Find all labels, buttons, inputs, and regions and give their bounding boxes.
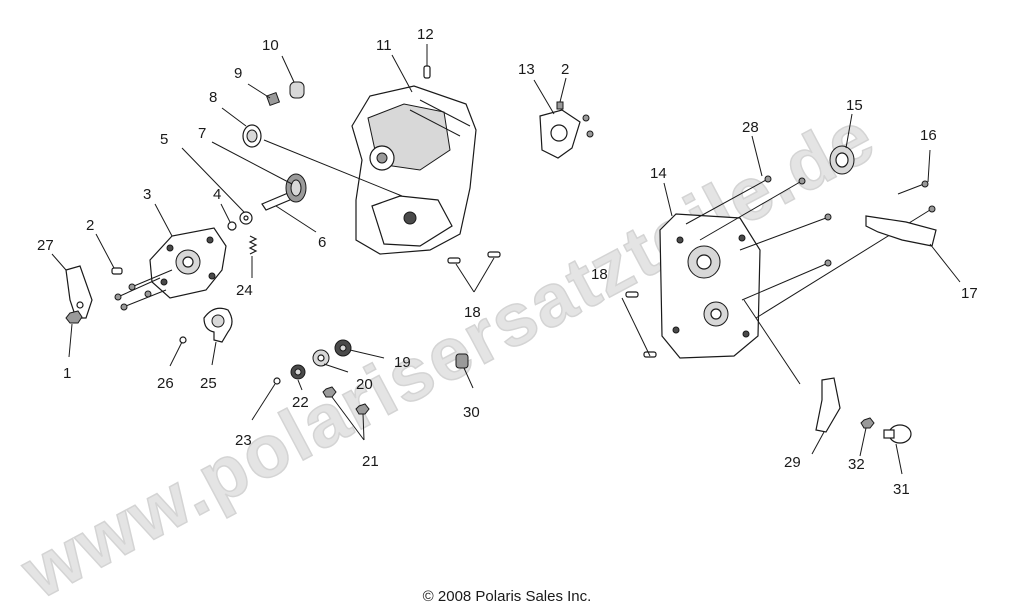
part-5-clip [239, 211, 253, 225]
callout-12: 12 [417, 26, 434, 43]
callout-18: 18 [464, 304, 481, 321]
part-30-cap [455, 353, 469, 369]
callout-11: 11 [376, 37, 392, 54]
part-17-bracket [865, 215, 937, 247]
callout-16: 16 [920, 127, 937, 144]
callout-28: 28 [742, 119, 759, 136]
callout-13: 13 [518, 61, 535, 78]
callout-2: 2 [561, 61, 569, 78]
copyright-notice: © 2008 Polaris Sales Inc. [422, 588, 592, 605]
part-29-bracket [815, 377, 841, 433]
callout-20: 20 [356, 376, 373, 393]
callout-5: 5 [160, 131, 168, 148]
part-18-dowels-mid [447, 251, 501, 264]
callout-30: 30 [463, 404, 480, 421]
part-12-dowel [423, 65, 431, 79]
part-9-clip [265, 91, 281, 107]
part-10-bushing [289, 81, 305, 99]
callout-31: 31 [893, 481, 910, 498]
part-25-sensor [203, 307, 233, 343]
part-15-bearing [829, 145, 855, 175]
part-13-plate [539, 101, 594, 159]
leader-lines [51, 44, 961, 475]
part-14-right-cover [659, 213, 761, 359]
part-22-gear [290, 364, 306, 380]
part-24-spring [248, 235, 258, 255]
callout-24: 24 [236, 282, 253, 299]
part-18-dowels-right [625, 291, 657, 358]
part-31-knob [883, 424, 912, 444]
part-4-washer [227, 221, 237, 231]
callout-18: 18 [591, 266, 608, 283]
callout-19: 19 [394, 354, 411, 371]
part-20-bearing [312, 349, 330, 367]
part-26-oring [179, 336, 187, 344]
part-7-gear [285, 173, 307, 203]
bolts-cover [114, 269, 173, 311]
callout-14: 14 [650, 165, 667, 182]
callout-29: 29 [784, 454, 801, 471]
callout-8: 8 [209, 89, 217, 106]
callout-10: 10 [262, 37, 279, 54]
part-16-bolt [897, 180, 929, 195]
callout-17: 17 [961, 285, 978, 302]
callout-23: 23 [235, 432, 252, 449]
part-23-ring [273, 377, 281, 385]
callout-27: 27 [37, 237, 54, 254]
callout-2: 2 [86, 217, 94, 234]
part-21-nuts [322, 386, 370, 415]
callout-6: 6 [318, 234, 326, 251]
callout-1: 1 [63, 365, 71, 382]
callout-25: 25 [200, 375, 217, 392]
callout-26: 26 [157, 375, 174, 392]
callout-15: 15 [846, 97, 863, 114]
part-3-cover-housing [149, 227, 227, 299]
part-27-bracket [65, 265, 93, 319]
part-19-gear [334, 339, 352, 357]
callout-9: 9 [234, 65, 242, 82]
callout-4: 4 [213, 186, 221, 203]
part-32-nut [860, 417, 875, 429]
part-1-nut [65, 310, 83, 324]
part-11-main-gearcase [351, 85, 477, 255]
callout-7: 7 [198, 125, 206, 142]
part-2-bolt-left [111, 267, 123, 275]
callout-32: 32 [848, 456, 865, 473]
part-8-seal [242, 124, 262, 148]
callout-22: 22 [292, 394, 309, 411]
callout-3: 3 [143, 186, 151, 203]
callout-labels: 1 2 2 3 4 5 6 7 8 9 10 11 12 13 14 15 16… [37, 26, 978, 498]
callout-21: 21 [362, 453, 379, 470]
